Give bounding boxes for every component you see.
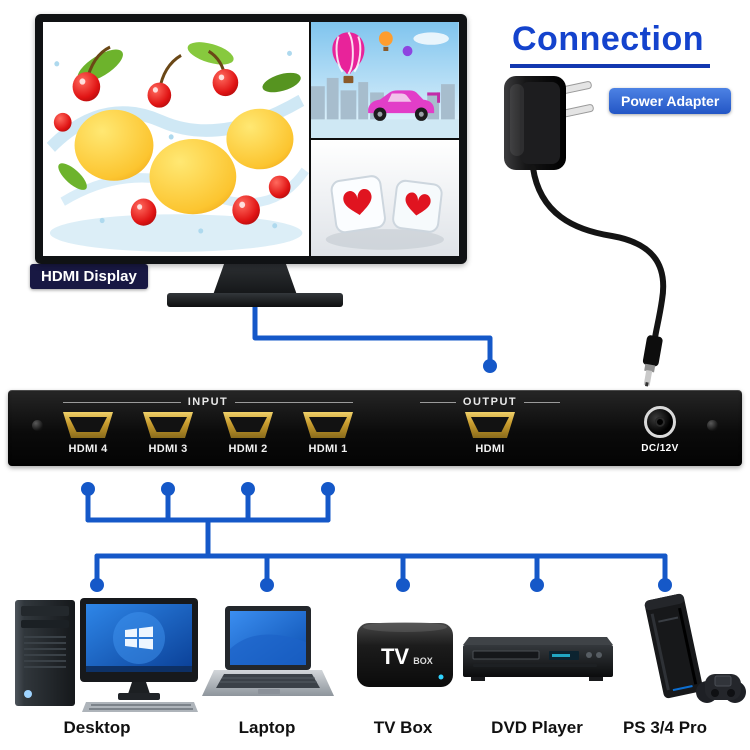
hdmi-input-port-4 <box>63 412 113 438</box>
input-group-label: INPUT <box>63 396 353 408</box>
hdmi-switch-device: INPUT OUTPUT HDMI 4 HDMI 3 <box>8 390 742 466</box>
dvd-player-icon <box>463 637 613 681</box>
hdmi-slot-icon <box>149 417 187 432</box>
monitor-stand-neck <box>213 262 297 295</box>
power-adapter-icon <box>504 76 667 387</box>
monitor-screen <box>43 22 459 256</box>
power-adapter-label: Power Adapter <box>609 88 732 114</box>
device-label-laptop: Laptop <box>238 718 296 737</box>
tv-box-icon: TV BOX <box>357 622 453 687</box>
tv-box-text-box: BOX <box>413 656 433 666</box>
hdmi-display-label: HDMI Display <box>30 264 148 289</box>
input-label-text: INPUT <box>187 396 229 408</box>
monitor-stand-base <box>167 293 343 307</box>
hdmi-slot-icon <box>309 417 347 432</box>
label-rule <box>235 401 353 403</box>
hdmi-slot-icon <box>471 417 509 432</box>
label-rule <box>420 401 456 403</box>
hdmi-slot-icon <box>69 417 107 432</box>
output-label-text: OUTPUT <box>462 396 518 408</box>
desktop-computer-icon <box>15 598 198 712</box>
laptop-icon <box>202 606 334 696</box>
screw-icon <box>32 420 43 431</box>
screen-right-column <box>309 22 459 256</box>
hdmi-input-port-2 <box>223 412 273 438</box>
hdmi-slot-icon <box>229 417 267 432</box>
playstation-console-icon <box>644 593 746 703</box>
hdmi-display-monitor <box>35 14 467 264</box>
screen-image-balloons-city <box>311 22 459 140</box>
screw-icon <box>707 420 718 431</box>
device-label-tv-box: TV Box <box>373 718 433 737</box>
port-label-hdmi1: HDMI 1 <box>308 443 348 455</box>
hdmi-input-port-1 <box>303 412 353 438</box>
hdmi-output-port <box>465 412 515 438</box>
label-rule <box>63 401 181 403</box>
device-label-desktop: Desktop <box>63 718 131 737</box>
screen-image-heart-dice <box>311 140 459 256</box>
dc-power-jack <box>644 406 676 438</box>
dc-voltage-label: DC/12V <box>641 443 679 454</box>
device-label-ps-pro: PS 3/4 Pro <box>622 718 708 737</box>
device-label-dvd-player: DVD Player <box>491 718 583 737</box>
screen-image-fruit-splash <box>43 22 310 256</box>
hdmi-input-port-3 <box>143 412 193 438</box>
plug-prongs-icon <box>557 81 594 118</box>
tv-box-text-tv: TV <box>381 644 409 669</box>
console-body <box>644 593 703 699</box>
dc-barrel-connector-icon <box>642 335 663 387</box>
output-group-label: OUTPUT <box>420 396 561 408</box>
port-label-output-hdmi: HDMI <box>475 443 505 455</box>
port-label-hdmi4: HDMI 4 <box>68 443 108 455</box>
dc-jack-hole <box>655 417 665 427</box>
power-cable <box>530 165 667 341</box>
page-title: Connection <box>510 20 710 68</box>
label-rule <box>524 401 561 403</box>
game-controller-icon <box>696 674 746 703</box>
port-label-hdmi3: HDMI 3 <box>148 443 188 455</box>
port-label-hdmi2: HDMI 2 <box>228 443 268 455</box>
